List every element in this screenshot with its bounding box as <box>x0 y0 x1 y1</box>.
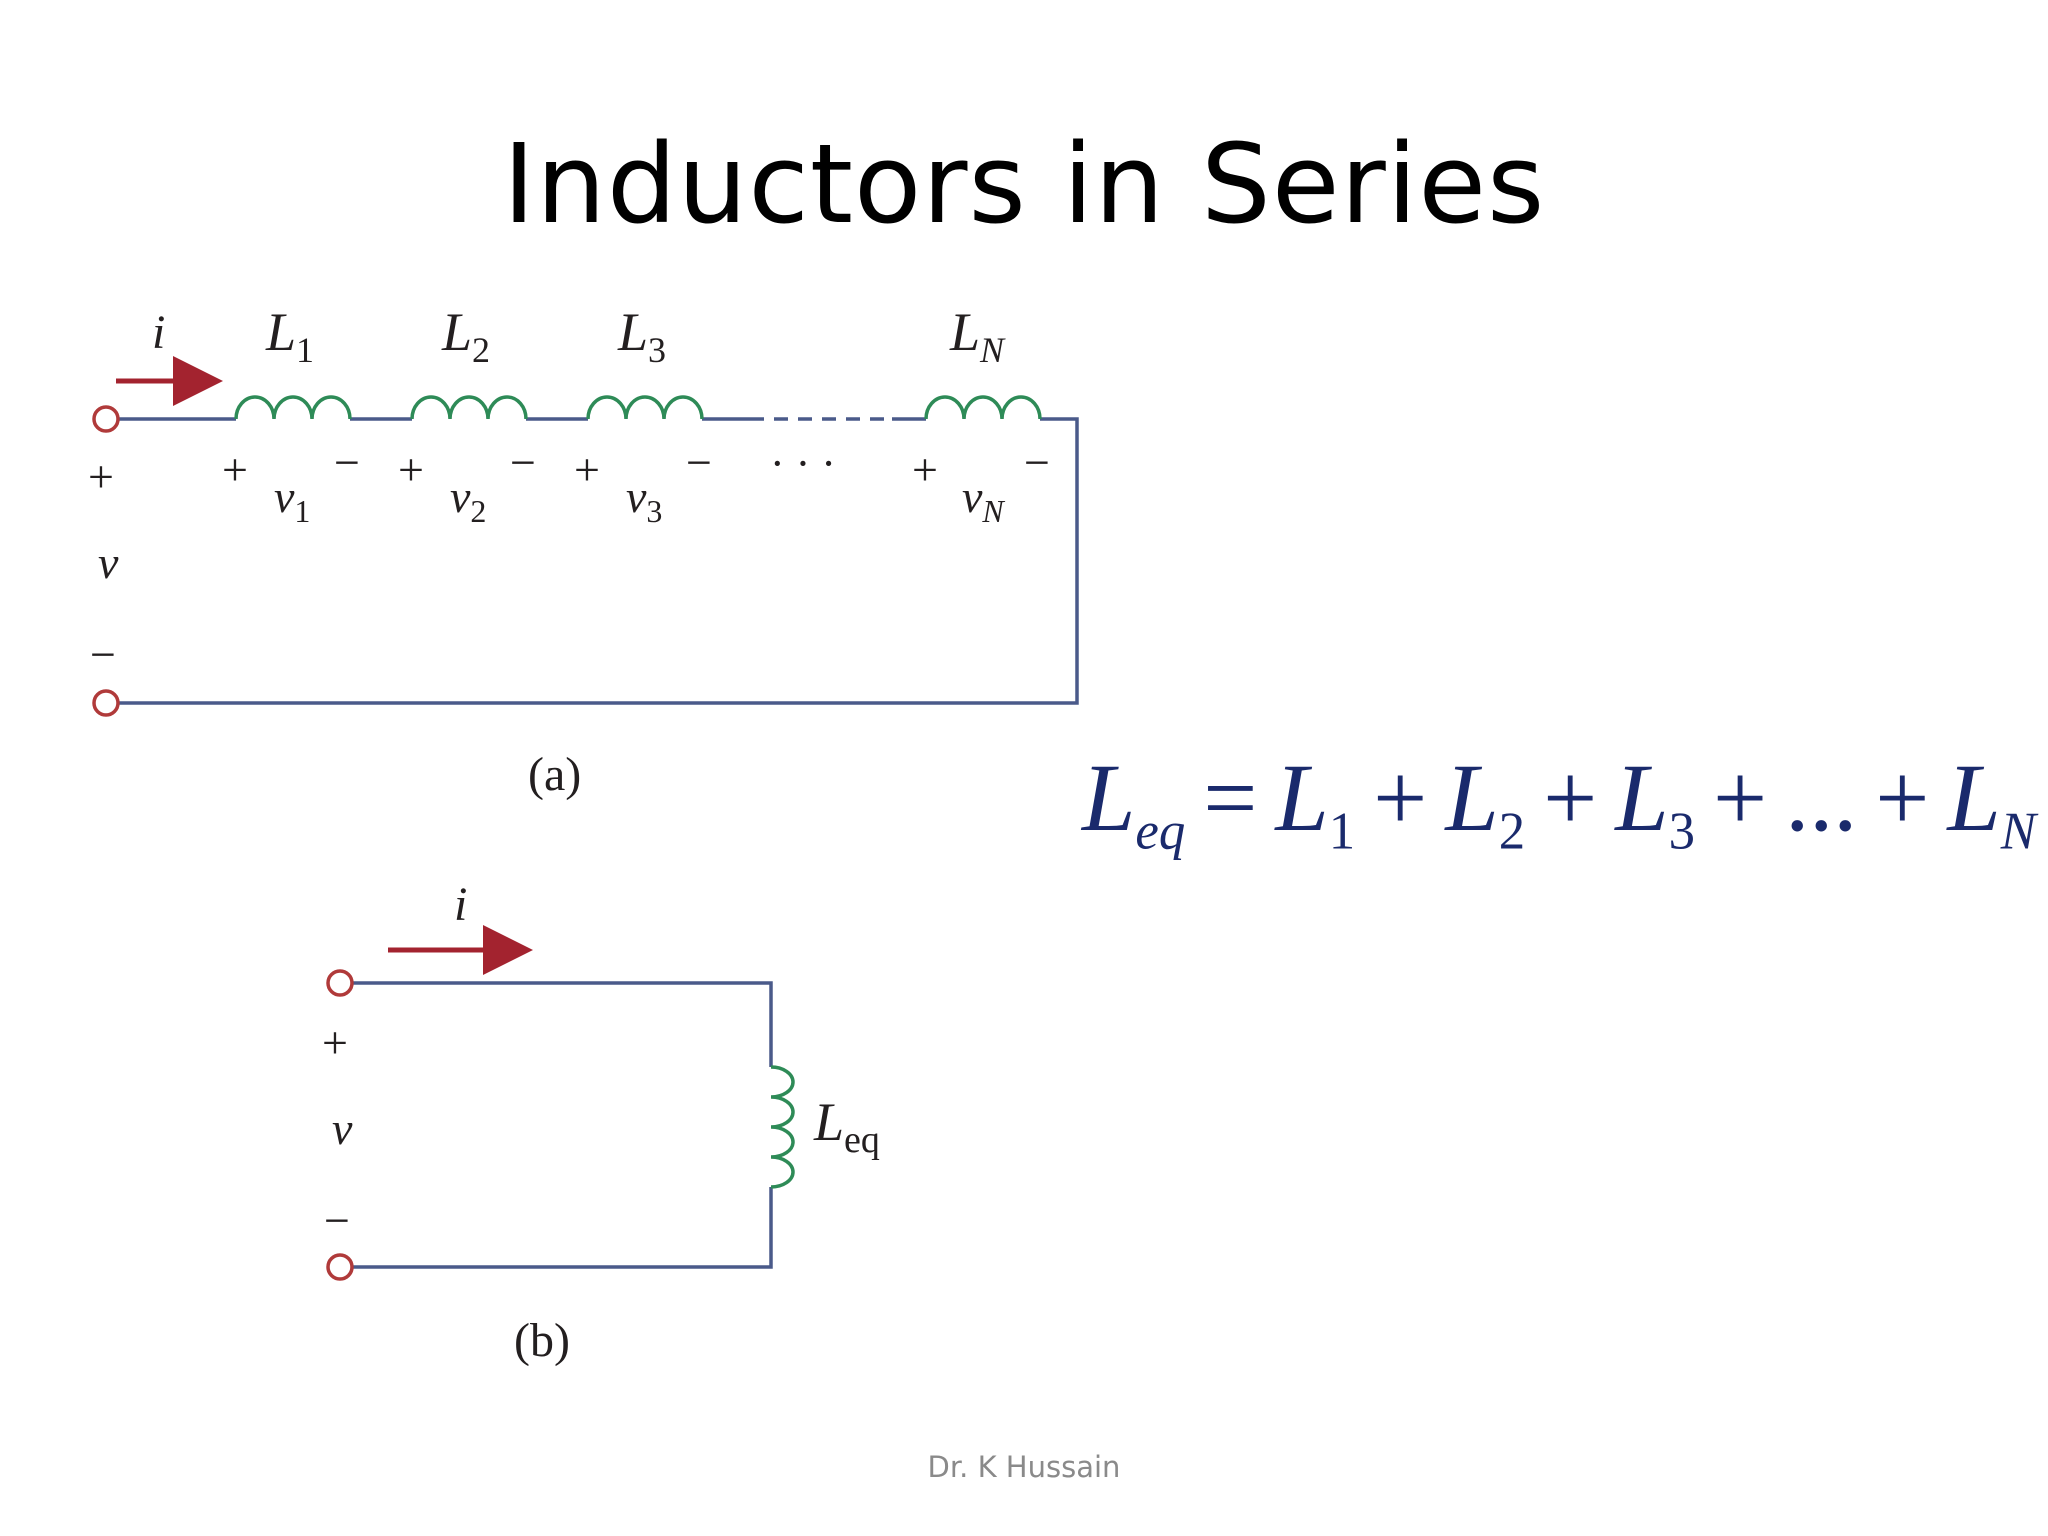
inductor-coil-ln <box>924 395 1042 420</box>
circuit-a-current-label: i <box>152 306 165 359</box>
inductor-label-l1: L1 <box>265 302 314 370</box>
equation-plus-2: + <box>1543 744 1598 851</box>
polarity-minus-ln: − <box>1024 437 1050 488</box>
polarity-plus-l3: + <box>574 444 600 495</box>
circuit-b: i Leq + v − (b) <box>322 878 880 1367</box>
equation-plus-4: + <box>1875 744 1930 851</box>
source-minus-a: − <box>90 629 116 680</box>
equation-term-3: L <box>1615 744 1669 851</box>
circuit-diagrams: i L1 L2 L3 LN + − + − + − + − · · · v1 v… <box>88 302 1079 1367</box>
slide-title: Inductors in Series <box>502 120 1546 248</box>
equation-term-3-sub: 3 <box>1668 802 1696 861</box>
equation-ellipsis: ... <box>1785 744 1858 851</box>
source-minus-b: − <box>324 1195 350 1246</box>
inductor-label-ln: LN <box>949 302 1006 370</box>
circuit-b-current-label: i <box>454 878 467 931</box>
caption-a: (a) <box>528 748 581 801</box>
circuit-b-terminal-bottom <box>326 1253 354 1281</box>
equation-plus-3: + <box>1713 744 1768 851</box>
inductor-coil-leq <box>770 1065 795 1189</box>
equation-equals: = <box>1203 744 1258 851</box>
series-inductance-equation: Leq=L1+L2+L3+...+LN <box>1082 742 2036 861</box>
circuit-b-terminal-top <box>326 969 354 997</box>
slide-footer: Dr. K Hussain <box>927 1450 1121 1484</box>
circuit-a: i L1 L2 L3 LN + − + − + − + − · · · v1 v… <box>88 302 1079 801</box>
equation-term-n-sub: N <box>2000 802 2036 861</box>
equation-term-1-sub: 1 <box>1328 802 1356 861</box>
equation-term-2-sub: 2 <box>1498 802 1526 861</box>
equation-lhs: L <box>1082 744 1136 851</box>
source-voltage-b: v <box>332 1103 353 1154</box>
circuit-a-terminal-top <box>92 405 120 433</box>
circuit-b-wire <box>352 981 773 1269</box>
equation-plus-1: + <box>1373 744 1428 851</box>
polarity-plus-l2: + <box>398 444 424 495</box>
inductor-label-l3: L3 <box>617 302 666 370</box>
source-voltage-a: v <box>98 537 119 588</box>
voltage-label-vn: vN <box>962 471 1005 529</box>
polarity-plus-ln: + <box>912 444 938 495</box>
equation-lhs-sub: eq <box>1135 802 1186 861</box>
polarity-minus-l1: − <box>334 437 360 488</box>
circuit-a-terminal-bottom <box>92 689 120 717</box>
caption-b: (b) <box>514 1314 570 1367</box>
inductor-label-leq: Leq <box>813 1092 880 1161</box>
source-plus-b: + <box>322 1017 348 1068</box>
voltage-label-v1: v1 <box>274 471 310 529</box>
inductor-coil-l2 <box>410 395 528 420</box>
source-plus-a: + <box>88 451 114 502</box>
circuit-a-return-wire <box>118 417 1079 705</box>
equation-term-2: L <box>1445 744 1499 851</box>
equation-term-1: L <box>1275 744 1329 851</box>
polarity-minus-l3: − <box>686 437 712 488</box>
equation-term-n: L <box>1947 744 2001 851</box>
series-ellipsis: · · · <box>770 439 836 488</box>
voltage-label-v2: v2 <box>450 471 486 529</box>
voltage-label-v3: v3 <box>626 471 662 529</box>
polarity-minus-l2: − <box>510 437 536 488</box>
inductor-label-l2: L2 <box>441 302 490 370</box>
inductor-coil-l3 <box>586 395 704 420</box>
polarity-plus-l1: + <box>222 444 248 495</box>
inductor-coil-l1 <box>234 395 352 420</box>
